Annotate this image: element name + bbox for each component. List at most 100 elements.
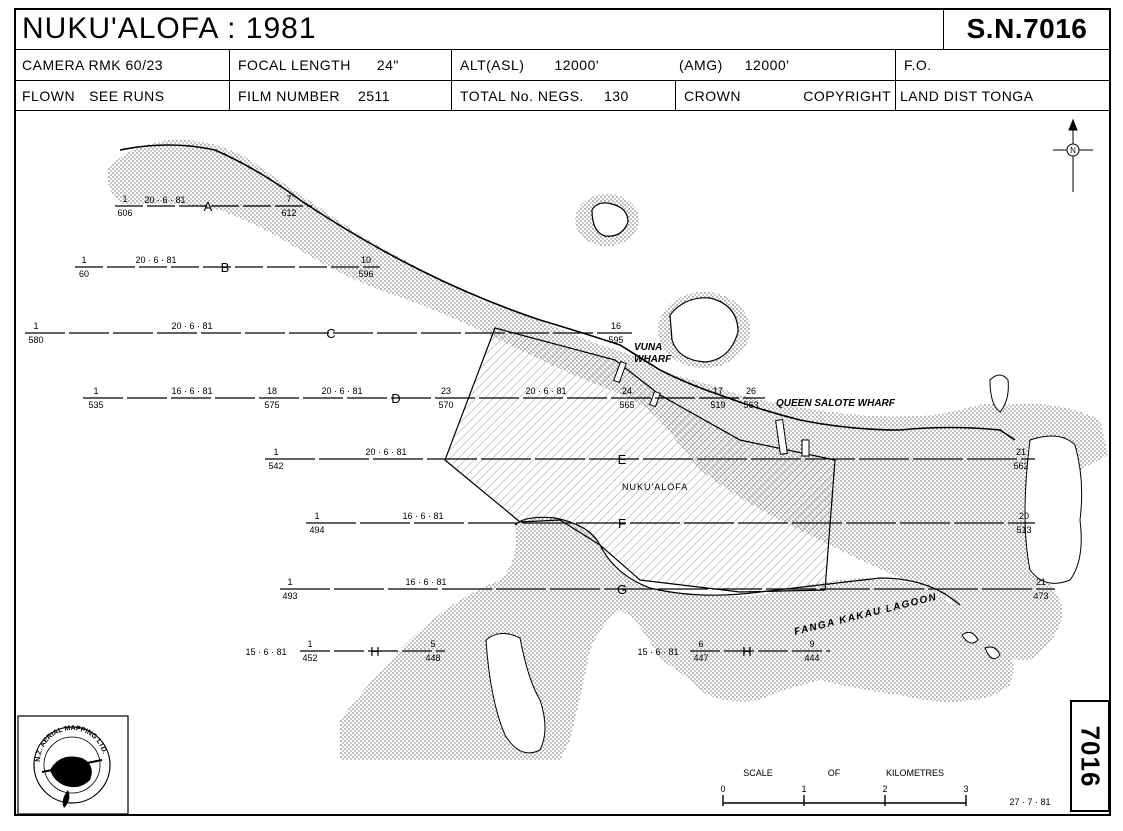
copyright-label: COPYRIGHT xyxy=(803,87,891,104)
run-f-end-top: 20 xyxy=(1019,511,1029,521)
run-e-end-top: 21 xyxy=(1016,447,1026,457)
wharf-pier-d xyxy=(649,390,661,408)
islet-lagoon xyxy=(961,631,1001,660)
run-b-start: 60 xyxy=(79,269,89,279)
run-e-end: 562 xyxy=(1013,461,1028,471)
run-b-date: 20 · 6 · 81 xyxy=(135,255,176,265)
scale-units-label: KILOMETRES xyxy=(886,768,944,778)
title-cell: NUKU'ALOFA : 1981 xyxy=(14,8,944,50)
run-g-end: 473 xyxy=(1033,591,1048,601)
coastal-reef xyxy=(107,139,1108,661)
run-h-f2: 448 xyxy=(425,653,440,663)
north-arrow xyxy=(1053,118,1093,192)
north-label: N xyxy=(1070,146,1076,155)
run-a-start: 606 xyxy=(117,208,132,218)
vertical-sheet-number-box: 7016 xyxy=(1070,700,1110,812)
run-c-date: 20 · 6 · 81 xyxy=(171,321,212,331)
film-number-label: FILM NUMBER xyxy=(238,87,340,104)
run-a-id: A xyxy=(204,199,213,214)
run-h-f1: 452 xyxy=(302,653,317,663)
flown-label: FLOWN xyxy=(22,87,76,104)
run-d-f1: 535 xyxy=(88,400,103,410)
run-d-f1-top: 1 xyxy=(93,386,98,396)
lagoon-island-east xyxy=(1024,435,1083,584)
run-c-id: C xyxy=(326,326,335,341)
vuna-wharf xyxy=(613,360,627,384)
land-dist-cell: LAND DIST TONGA xyxy=(896,81,1111,111)
scale-tick-0: 0 xyxy=(720,784,725,794)
run-d-date3: 20 · 6 · 81 xyxy=(525,386,566,396)
queen-salote-label: QUEEN SALOTE WHARF xyxy=(776,398,896,409)
flown-value: SEE RUNS xyxy=(89,87,165,104)
island-vuna xyxy=(669,297,739,363)
fo-label: F.O. xyxy=(904,57,932,73)
vertical-sheet-number: 7016 xyxy=(1075,725,1106,787)
run-h-date1: 15 · 6 · 81 xyxy=(245,647,286,657)
run-d-date1: 16 · 6 · 81 xyxy=(171,386,212,396)
page-title: NUKU'ALOFA : 1981 xyxy=(22,11,317,45)
run-d-f6: 563 xyxy=(743,400,758,410)
sheet-number-cell: S.N.7016 xyxy=(944,8,1111,50)
run-f-start: 494 xyxy=(309,525,324,535)
island-north xyxy=(591,202,629,237)
run-h-date2: 15 · 6 · 81 xyxy=(637,647,678,657)
run-a-date: 20 · 6 · 81 xyxy=(144,195,185,205)
lagoon-island-west xyxy=(485,633,546,754)
run-g-start: 493 xyxy=(282,591,297,601)
scale-bar xyxy=(722,795,967,806)
run-g-start-top: 1 xyxy=(287,577,292,587)
run-f-date: 16 · 6 · 81 xyxy=(402,511,443,521)
flown-cell: FLOWN SEE RUNS xyxy=(14,81,230,111)
run-a-start-top: 1 xyxy=(122,194,127,204)
queen-salote-wharf-b xyxy=(801,439,810,457)
run-d-f6-top: 26 xyxy=(746,386,756,396)
run-h-f4-top: 9 xyxy=(809,639,814,649)
copyright-cell: CROWN COPYRIGHT xyxy=(676,81,896,111)
islet-east xyxy=(989,374,1009,413)
camera-value: CAMERA RMK 60/23 xyxy=(22,57,164,73)
run-d-f2-top: 18 xyxy=(267,386,277,396)
run-b-end: 596 xyxy=(358,269,373,279)
crown-label: CROWN xyxy=(684,87,741,104)
run-h-f2-top: 5 xyxy=(430,639,435,649)
map-frame xyxy=(14,8,1111,816)
queen-salote-wharf-a xyxy=(775,419,788,455)
run-a-end-top: 7 xyxy=(286,194,291,204)
scale-tick-3: 3 xyxy=(963,784,968,794)
wharf-label: WHARF xyxy=(634,354,672,365)
film-number-cell: FILM NUMBER 2511 xyxy=(230,81,452,111)
altitude-cell: ALT(ASL) 12000' (AMG) 12000' xyxy=(452,50,896,81)
land-dist-value: LAND DIST TONGA xyxy=(900,87,1034,104)
scale-tick-2: 2 xyxy=(882,784,887,794)
run-h-f4: 444 xyxy=(804,653,819,663)
focal-length-cell: FOCAL LENGTH 24" xyxy=(230,50,452,81)
film-number-value: 2511 xyxy=(357,87,391,104)
run-g-date: 16 · 6 · 81 xyxy=(405,577,446,587)
run-f-start-top: 1 xyxy=(314,511,319,521)
run-d-f3: 570 xyxy=(438,400,453,410)
scale-label: SCALE xyxy=(743,768,773,778)
negs-cell: TOTAL No. NEGS. 130 xyxy=(452,81,676,111)
run-a-end: 612 xyxy=(281,208,296,218)
vuna-label: VUNA xyxy=(634,342,662,353)
scale-tick-1: 1 xyxy=(801,784,806,794)
run-e-date: 20 · 6 · 81 xyxy=(365,447,406,457)
negs-value: 130 xyxy=(603,87,629,104)
run-d-f2: 575 xyxy=(264,400,279,410)
amg-label: (AMG) xyxy=(679,57,723,73)
run-h-id-west: H xyxy=(370,644,379,659)
run-g-id: G xyxy=(617,582,627,597)
run-h-f3: 447 xyxy=(693,653,708,663)
run-f-id: F xyxy=(618,516,626,531)
camera-cell: CAMERA RMK 60/23 xyxy=(14,50,230,81)
focal-length-value: 24" xyxy=(376,57,399,73)
amg-value: 12000' xyxy=(744,57,790,73)
run-c-start-top: 1 xyxy=(33,321,38,331)
alt-asl-label: ALT(ASL) xyxy=(460,57,525,73)
run-d-f4: 565 xyxy=(619,400,634,410)
fo-cell: F.O. xyxy=(896,50,1111,81)
date-stamp: 27 · 7 · 81 xyxy=(1009,797,1050,807)
focal-length-label: FOCAL LENGTH xyxy=(238,57,351,73)
scale-of-label: OF xyxy=(828,768,841,778)
